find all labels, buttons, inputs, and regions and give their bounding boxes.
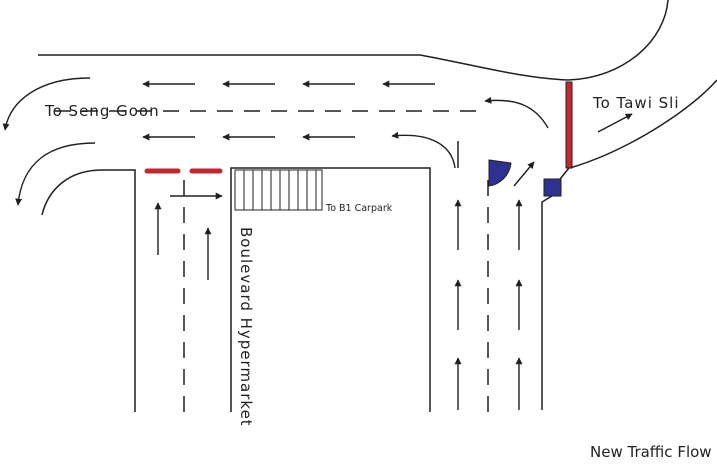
gantry-icon <box>543 178 562 197</box>
curve-arrow-left-down <box>15 142 96 206</box>
left-outer-edge <box>41 169 136 412</box>
right-lane-edge <box>541 195 553 410</box>
label-seng-goon: To Seng Goon <box>44 102 160 120</box>
booth-icon <box>488 159 512 187</box>
carpark-ramp <box>234 169 323 211</box>
lane-dividers <box>55 110 489 412</box>
arrow-to-tawi-sli <box>597 113 633 133</box>
right-branch-edge <box>569 79 717 169</box>
building-outline <box>230 167 431 412</box>
label-b1-carpark: To B1 Carpark <box>325 203 393 214</box>
lane-arrows <box>154 113 633 410</box>
curve-arrow-far-left <box>2 77 91 131</box>
red-barrier-vertical <box>565 81 573 169</box>
curved-arrows <box>2 77 549 206</box>
curve-arrow-right-low <box>391 131 456 169</box>
booths <box>488 159 562 197</box>
barriers <box>144 81 573 185</box>
road-edges <box>38 0 717 412</box>
caption-new-traffic-flow: New Traffic Flow <box>590 443 712 461</box>
label-boulevard-hypermarket: Boulevard Hypermarket <box>237 227 255 427</box>
arrow-diagonal-exit <box>513 161 535 187</box>
label-tawi-sli: To Tawi Sli <box>592 94 680 112</box>
curve-arrow-right-up <box>484 96 549 129</box>
top-road-edge <box>38 0 669 81</box>
